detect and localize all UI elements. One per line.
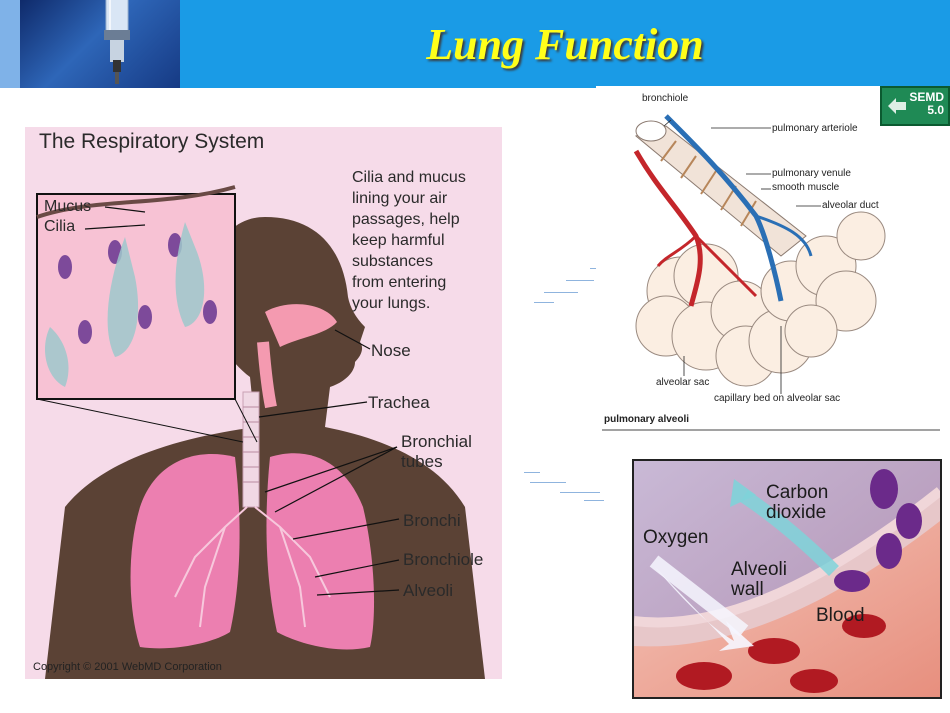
respiratory-description: Cilia and mucus lining your air passages… — [352, 167, 466, 314]
inset-labels: Mucus Cilia — [44, 197, 91, 237]
alveoli-wall-label: Alveoli wall — [731, 559, 787, 600]
respiratory-illustration — [36, 185, 485, 679]
nose-label: Nose — [371, 341, 411, 360]
blood-label: Blood — [816, 605, 865, 626]
description-line: keep harmful — [352, 232, 445, 249]
gas-exchange-drawing — [634, 461, 940, 697]
mucus-label: Mucus — [44, 198, 92, 215]
description-line: passages, help — [352, 211, 460, 228]
description-line: lining your air — [352, 190, 448, 207]
capillary-bed-label: capillary bed on alveolar sac — [714, 393, 841, 404]
trachea-label: Trachea — [368, 393, 430, 412]
arrow-logo-icon — [888, 98, 906, 114]
pulmonary-arteriole-label: pulmonary arteriole — [772, 123, 858, 134]
description-line: substances — [352, 253, 433, 270]
description-line: from entering — [352, 274, 447, 291]
carbon-dioxide-label: Carbon dioxide — [766, 482, 829, 523]
respiratory-title: The Respiratory System — [39, 130, 265, 153]
badge-name: SEMD — [909, 90, 944, 104]
semd-badge: SEMD 5.0 — [880, 86, 950, 126]
decorative-dash — [530, 482, 566, 483]
slide-title: Lung Function — [426, 19, 704, 69]
respiratory-system-panel: The Respiratory System Cilia and mucus l… — [25, 127, 502, 679]
alveolar-sac-label: alveolar sac — [656, 377, 710, 388]
bronchi-label: Bronchi — [403, 511, 461, 530]
decorative-dash — [524, 472, 540, 473]
pulmonary-alveoli-diagram: bronchiole pulmonary arteriole pulmonary… — [596, 86, 950, 436]
decorative-dash — [544, 292, 578, 293]
bronchiole-label: Bronchiole — [403, 550, 484, 569]
bronchial-tubes-label: Bronchial tubes — [401, 432, 472, 471]
oxygen-label: Oxygen — [643, 527, 709, 548]
alveolar-duct-label: alveolar duct — [822, 200, 879, 211]
description-line: Cilia and mucus — [352, 169, 466, 186]
alveoli-illustration — [602, 114, 940, 431]
syringe-icon — [104, 0, 130, 84]
pulmonary-alveoli-caption: pulmonary alveoli — [604, 414, 690, 425]
smooth-muscle-label: smooth muscle — [772, 182, 840, 193]
slide-title-area: Lung Function — [180, 0, 950, 88]
pulmonary-venule-label: pulmonary venule — [772, 168, 851, 179]
decorative-dash — [584, 500, 604, 501]
decorative-dash — [560, 492, 600, 493]
header-left-accent — [0, 0, 20, 88]
syringe-photo — [20, 0, 180, 88]
decorative-dash — [534, 302, 554, 303]
bronchiole-diagram-label: bronchiole — [642, 93, 689, 104]
cilia-label: Cilia — [44, 218, 76, 235]
copyright-text: Copyright © 2001 WebMD Corporation — [33, 661, 222, 673]
description-line: your lungs. — [352, 295, 431, 312]
gas-exchange-illustration: Carbon dioxide Oxygen Alveoli wall Blood — [632, 459, 942, 699]
badge-version: 5.0 — [927, 103, 944, 117]
alveoli-label: Alveoli — [403, 581, 454, 600]
decorative-dash — [566, 280, 594, 281]
